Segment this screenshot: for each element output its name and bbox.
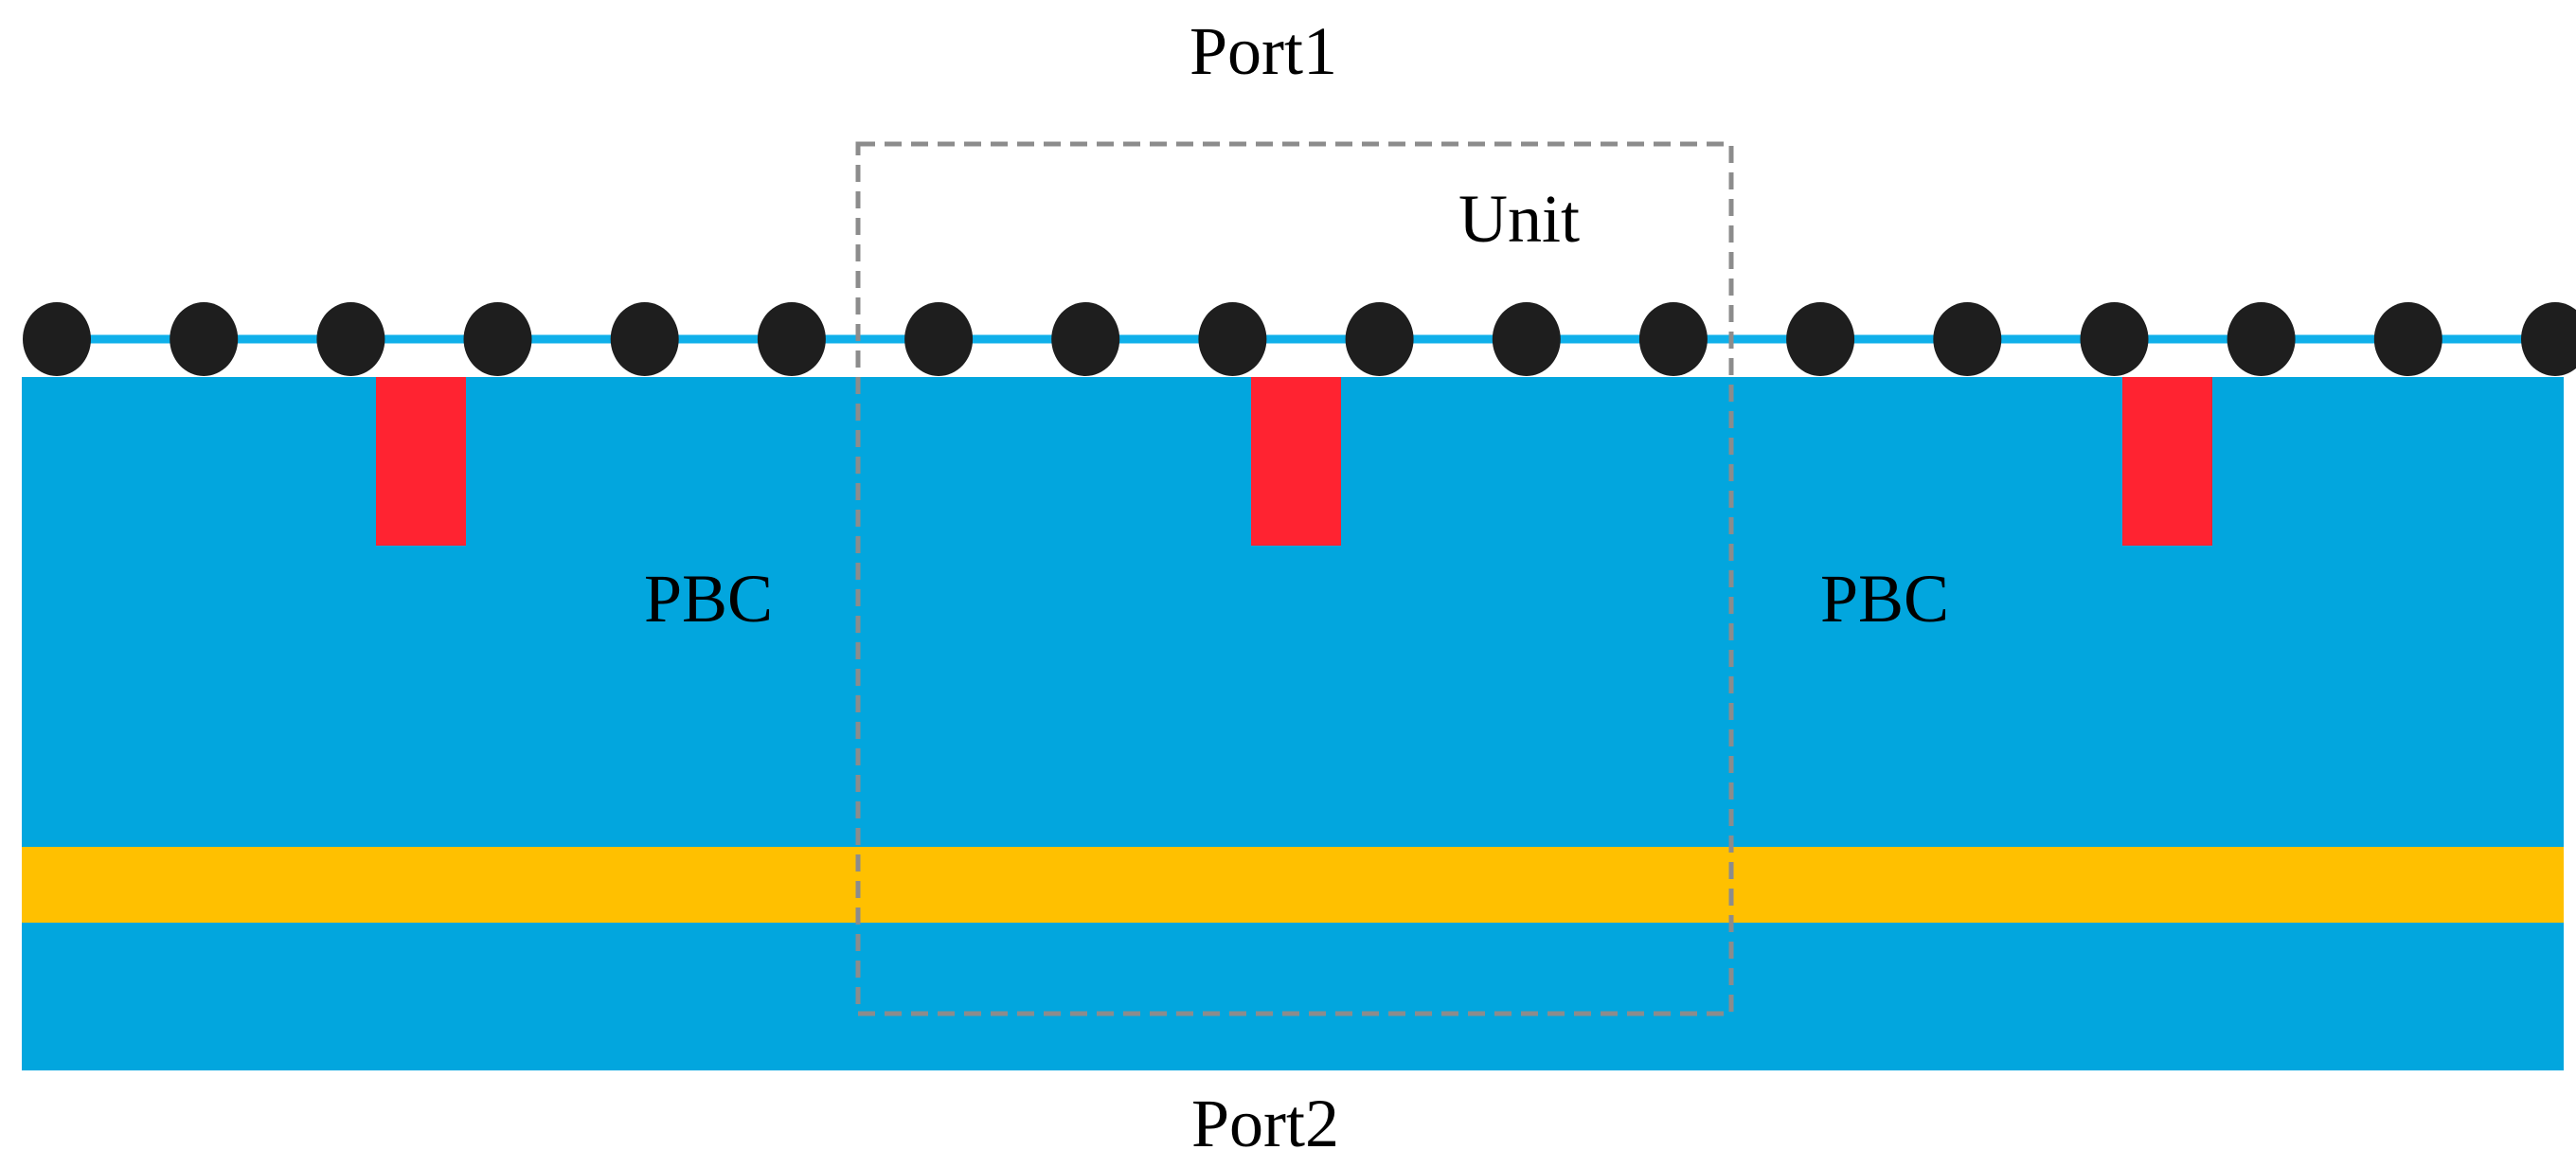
dot-row bbox=[23, 302, 2576, 376]
red-block bbox=[2122, 377, 2212, 546]
red-block bbox=[376, 377, 466, 546]
particle-dot bbox=[170, 302, 239, 376]
particle-dot bbox=[1638, 302, 1708, 376]
particle-dot bbox=[757, 302, 826, 376]
particle-dot bbox=[2227, 302, 2296, 376]
particle-dot bbox=[1051, 302, 1120, 376]
particle-dot bbox=[2521, 302, 2576, 376]
pbc-left-label: PBC bbox=[644, 561, 773, 637]
particle-dot bbox=[1198, 302, 1267, 376]
yellow-band bbox=[22, 847, 2564, 923]
particle-dot bbox=[1345, 302, 1414, 376]
particle-dot bbox=[23, 302, 91, 376]
particle-dot bbox=[463, 302, 532, 376]
particle-dot bbox=[316, 302, 385, 376]
unit-box bbox=[855, 141, 1734, 1016]
port1-label: Port1 bbox=[1190, 13, 1337, 89]
particle-dot bbox=[1786, 302, 1855, 376]
red-blocks bbox=[376, 377, 2212, 546]
pbc-right-label: PBC bbox=[1820, 561, 1949, 637]
port2-label: Port2 bbox=[1191, 1086, 1339, 1161]
unit-label: Unit bbox=[1458, 181, 1580, 257]
particle-dot bbox=[2080, 302, 2149, 376]
particle-dot bbox=[610, 302, 679, 376]
particle-dot bbox=[1933, 302, 2002, 376]
particle-dot bbox=[2373, 302, 2442, 376]
particle-dot bbox=[1492, 302, 1561, 376]
red-block bbox=[1251, 377, 1341, 546]
particle-dot bbox=[904, 302, 974, 376]
